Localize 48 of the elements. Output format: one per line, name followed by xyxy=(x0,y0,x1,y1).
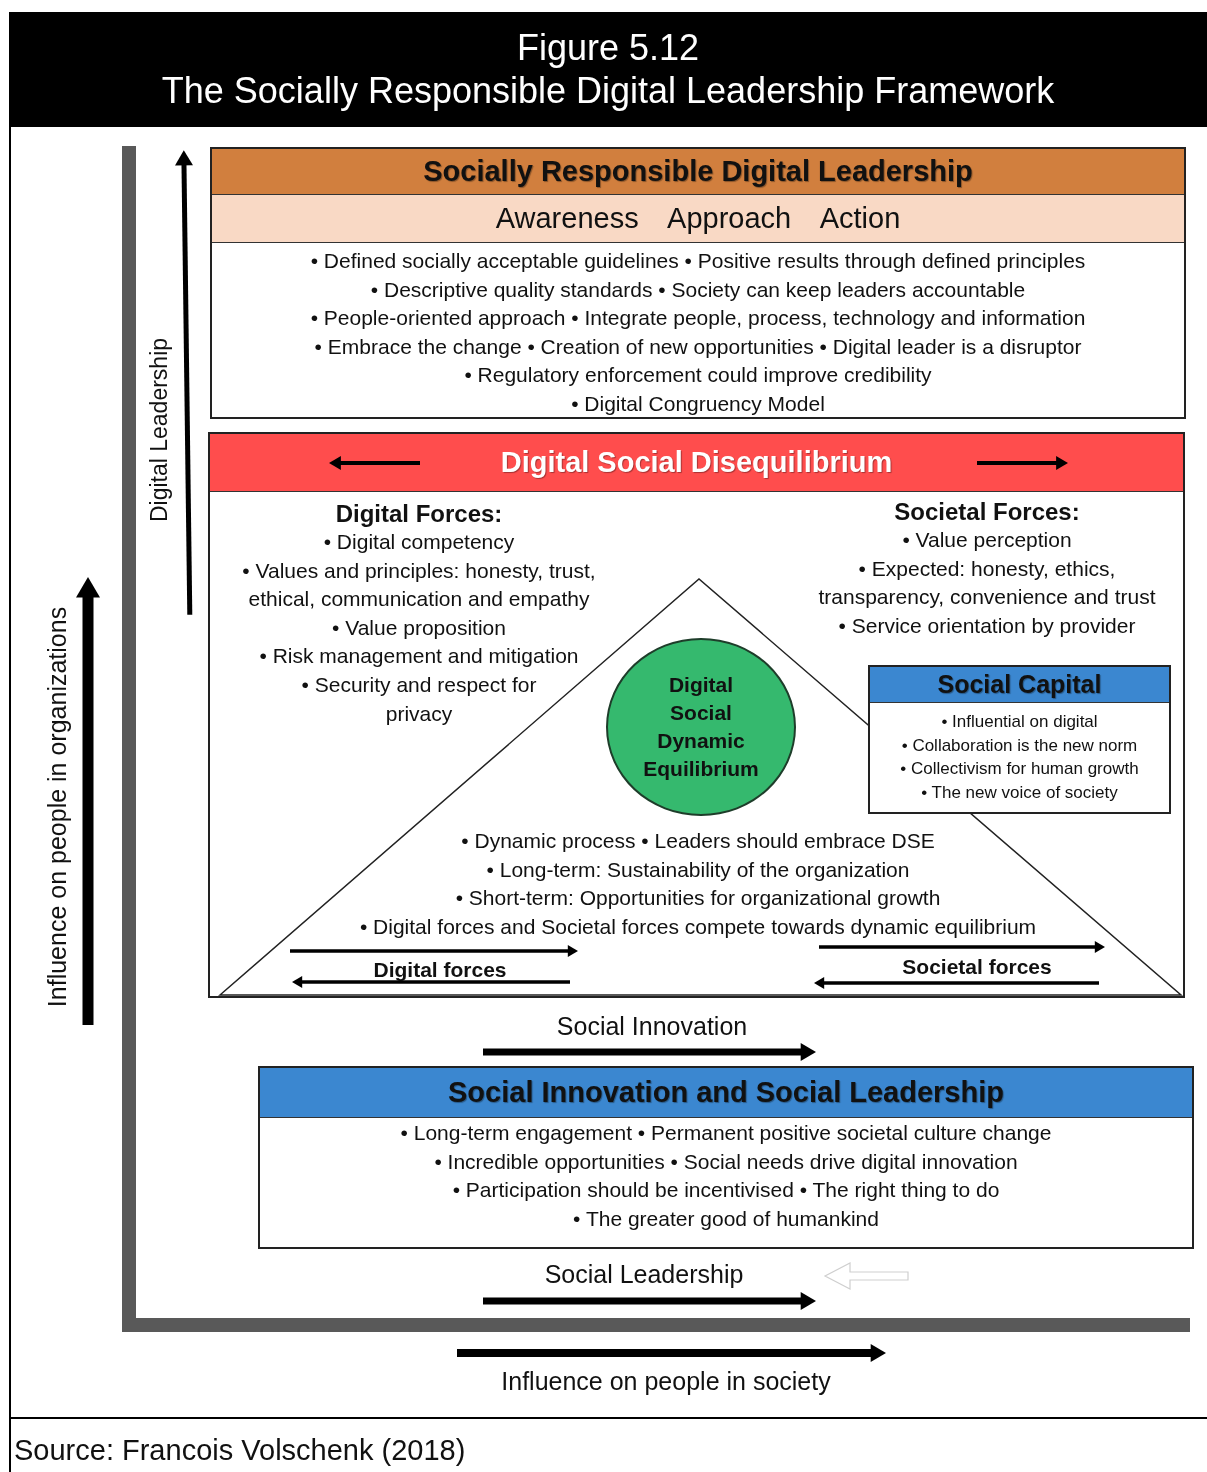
flow-label: Social Leadership xyxy=(544,1259,744,1289)
bullet-line: • People-oriented approach • Integrate people, process, technology and information xyxy=(309,305,1087,332)
bullet-line: • Long-term engagement • Permanent positive societal culture change xyxy=(399,1120,1053,1146)
source-caption: Source: Francois Volschenk (2018) xyxy=(14,1433,466,1468)
text-panel xyxy=(868,665,1171,814)
bullet-line: • Incredible opportunities • Social needs drive digital innovation xyxy=(433,1148,1019,1175)
flow-label: Social Innovation xyxy=(556,1011,748,1041)
force-label: Societal forces xyxy=(902,955,1052,979)
axis-label: Influence on people in society xyxy=(501,1366,831,1396)
force-label: Digital forces xyxy=(373,958,507,982)
figure-title: The Socially Responsible Digital Leadership Framework xyxy=(160,70,1056,112)
figure-number: Figure 5.12 xyxy=(515,27,701,69)
circle-label: Digital Social Dynamic Equilibrium xyxy=(643,672,759,782)
bullet-line: • Value proposition xyxy=(331,614,507,641)
bullet-line: • Short-term: Opportunities for organizational growth xyxy=(454,885,942,912)
bullet-line: • Security and respect for privacy xyxy=(300,671,538,727)
bullet-line: • Descriptive quality standards • Society can keep leaders accountable xyxy=(369,276,1027,303)
bullet-line: • Embrace the change • Creation of new opportunities • Digital leader is a disruptor xyxy=(313,333,1083,360)
bullet-line: • Values and principles: honesty, trust, ethical, communication and empathy xyxy=(241,557,597,613)
bullet-line: • Participation should be incentivised • The right thing to do xyxy=(451,1177,1001,1204)
bullet-line: • Expected: honesty, ethics, transparency, convenience and trust xyxy=(817,555,1157,611)
bullet-line: • Service orientation by provider xyxy=(837,612,1137,639)
banner-heading: Digital Social Disequilibrium xyxy=(500,446,893,479)
bullet-line: • Influential on digital xyxy=(940,711,1099,733)
bullet-line: • The greater good of humankind xyxy=(572,1205,880,1232)
bullet-line: • Value perception xyxy=(901,527,1073,553)
bullet-line: • Digital forces and Societal forces compete towards dynamic equilibrium xyxy=(358,913,1038,940)
axis-label: Influence on people in organizations xyxy=(42,606,72,1008)
axis-label: Digital Leadership xyxy=(146,337,174,523)
bullet-line: • Dynamic process • Leaders should embrace DSE xyxy=(460,828,936,854)
panel-heading: Socially Responsible Digital Leadership xyxy=(212,149,1184,195)
bullet-line: • Long-term: Sustainability of the organization xyxy=(485,856,911,883)
column-heading: Societal Forces: xyxy=(893,498,1081,526)
bullet-line: • Digital Congruency Model xyxy=(570,390,826,417)
bullet-line: • Risk management and mitigation xyxy=(258,643,580,670)
framework-panel xyxy=(258,1066,1194,1249)
bullet-line: • Defined socially acceptable guidelines • Positive results through defined principles xyxy=(309,248,1087,274)
bullet-line: • The new voice of society xyxy=(920,782,1119,805)
bullet-line: • Digital competency xyxy=(322,529,516,555)
panel-heading: Social Innovation and Social Leadership xyxy=(260,1068,1192,1118)
framework-panel xyxy=(208,432,1185,998)
panel-heading: Social Capital xyxy=(870,667,1169,703)
band-heading: Awareness Approach Action xyxy=(212,195,1184,243)
framework-panel xyxy=(210,147,1186,419)
column-heading: Digital Forces: xyxy=(334,500,504,528)
bullet-line: • Collaboration is the new norm xyxy=(900,734,1139,757)
bullet-line: • Regulatory enforcement could improve credibility xyxy=(463,362,933,389)
bullet-line: • Collectivism for human growth xyxy=(899,758,1140,781)
